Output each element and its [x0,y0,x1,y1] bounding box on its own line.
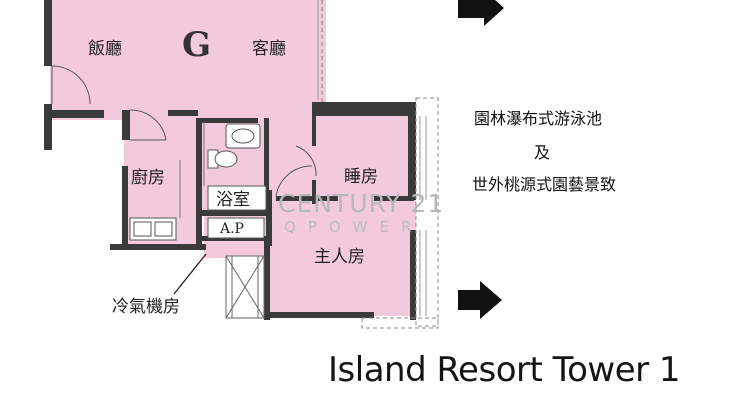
sink-icon [129,217,177,241]
view-note-line1: 園林瀑布式游泳池 [474,109,602,128]
room-label-dining: 飯廳 [88,39,122,59]
watermark-sub: QPOWER [284,218,423,236]
unit-letter: G [182,25,211,65]
arrow-right-icon [458,0,504,26]
window-lines [317,0,427,316]
room-label-bedroom: 睡房 [344,167,378,187]
toilet-icon [207,149,238,169]
building-title: Island Resort Tower 1 [328,350,681,390]
door-swing-icon [51,65,317,197]
view-note-line3: 世外桃源式園藝景致 [472,175,616,194]
ac-room-leader [173,253,207,295]
bathroom-label-box [207,185,267,211]
room-label-kitchen: 廚房 [131,167,165,188]
room-label-bathroom: 浴室 [216,190,250,210]
watermark-brand: CENTURY 21 [278,189,444,218]
arrow-right-icon [458,281,502,319]
room-label-ap: A.P [219,221,244,237]
room-label-living: 客廳 [252,39,286,59]
room-label-ac-plant-room: 冷氣機房 [112,297,180,317]
basin-icon [225,123,261,149]
view-note-line2: 及 [534,143,550,162]
ac-room-lattice [225,255,265,319]
room-label-master-bedroom: 主人房 [314,247,365,267]
ap-label-box [207,217,265,239]
bay-window-outline [321,0,439,329]
